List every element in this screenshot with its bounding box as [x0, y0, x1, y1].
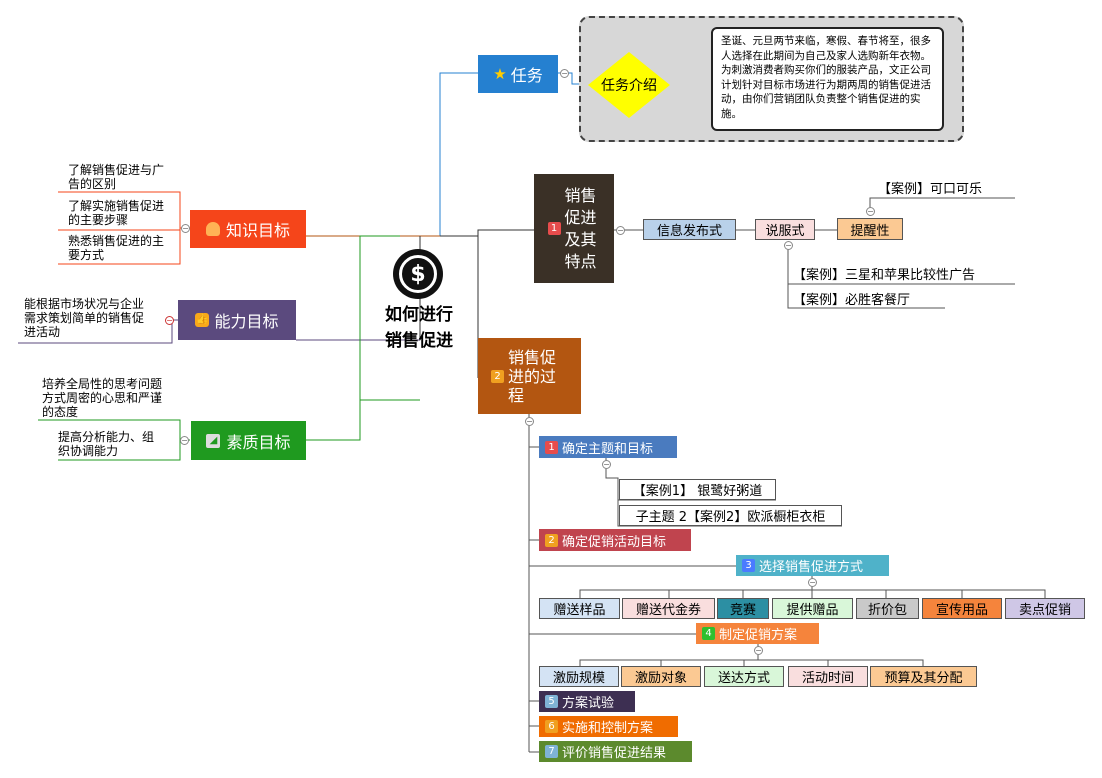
collapse-toggle[interactable]: −: [180, 436, 189, 445]
number-badge: 7: [545, 745, 558, 758]
method-voucher[interactable]: 赠送代金券: [622, 598, 715, 619]
collapse-toggle[interactable]: −: [165, 316, 174, 325]
persuasion-node[interactable]: 说服式: [755, 219, 815, 240]
step-3[interactable]: 3 选择销售促进方式: [736, 555, 889, 576]
case-pizza-hut: 【案例】必胜客餐厅: [793, 293, 911, 308]
number-badge: 4: [702, 627, 715, 640]
case-samsung-apple: 【案例】三星和苹果比较性广告: [793, 268, 976, 283]
method-contest[interactable]: 竞赛: [717, 598, 769, 619]
method-pos-promotion[interactable]: 卖点促销: [1005, 598, 1085, 619]
thumbs-up-icon: 👍: [195, 313, 210, 327]
method-discount-pack[interactable]: 折价包: [856, 598, 919, 619]
collapse-toggle[interactable]: −: [525, 417, 534, 426]
step-6[interactable]: 6 实施和控制方案: [539, 716, 678, 737]
collapse-toggle[interactable]: −: [616, 226, 625, 235]
collapse-toggle[interactable]: −: [808, 578, 817, 587]
quality-item-2: 提高分析能力、组织协调能力: [58, 430, 155, 458]
case-yinlu[interactable]: 【案例1】 银鹭好粥道: [619, 479, 776, 500]
collapse-toggle[interactable]: −: [784, 241, 793, 250]
step-7[interactable]: 7 评价销售促进结果: [539, 741, 692, 762]
person-icon: [205, 222, 220, 236]
step-4[interactable]: 4 制定促销方案: [696, 623, 819, 644]
number-badge: 1: [547, 222, 561, 235]
star-icon: ★: [493, 65, 507, 83]
method-gift[interactable]: 提供赠品: [772, 598, 853, 619]
method-promo-supplies[interactable]: 宣传用品: [922, 598, 1002, 619]
dollar-coin-icon: $: [393, 249, 443, 299]
collapse-toggle[interactable]: −: [602, 460, 611, 469]
reminder-node[interactable]: 提醒性: [837, 218, 903, 240]
plan-time[interactable]: 活动时间: [788, 666, 868, 687]
plan-delivery[interactable]: 送达方式: [704, 666, 784, 687]
number-badge: 1: [545, 440, 558, 454]
task-node[interactable]: ★ 任务: [478, 55, 558, 93]
ability-goal-node[interactable]: 👍 能力目标: [178, 300, 296, 340]
collapse-toggle[interactable]: −: [560, 69, 569, 78]
task-intro-diamond[interactable]: [586, 50, 672, 120]
features-node[interactable]: 1 销售促进及其特点: [534, 174, 614, 283]
method-sample[interactable]: 赠送样品: [539, 598, 620, 619]
case-oppein[interactable]: 子主题 2【案例2】欧派橱柜衣柜: [619, 505, 842, 526]
knowledge-item-1: 了解销售促进与广告的区别: [68, 163, 165, 191]
info-release-node[interactable]: 信息发布式: [643, 219, 736, 240]
number-badge: 2: [545, 533, 558, 547]
collapse-toggle[interactable]: −: [866, 207, 875, 216]
number-badge: 3: [742, 559, 755, 572]
task-intro-label: 任务介绍: [601, 78, 657, 94]
knowledge-goal-node[interactable]: 知识目标: [190, 210, 306, 248]
case-coca-cola: 【案例】可口可乐: [878, 182, 983, 197]
ability-item-1: 能根据市场状况与企业需求策划简单的销售促进活动: [24, 297, 145, 339]
task-description: 圣诞、元旦两节来临，寒假、春节将至，很多人选择在此期间为自己及家人选购新年衣物。…: [711, 27, 944, 131]
step-1[interactable]: 1 确定主题和目标: [539, 436, 677, 458]
number-badge: 6: [545, 720, 558, 733]
step-5[interactable]: 5 方案试验: [539, 691, 635, 712]
plan-budget[interactable]: 预算及其分配: [870, 666, 977, 687]
quality-item-1: 培养全局性的思考问题方式周密的心思和严谨的态度: [42, 377, 163, 419]
knowledge-item-2: 了解实施销售促进的主要步骤: [68, 199, 165, 227]
knowledge-item-3: 熟悉销售促进的主要方式: [68, 234, 165, 262]
chart-icon: ◢: [206, 433, 221, 448]
plan-scale[interactable]: 激励规模: [539, 666, 619, 687]
number-badge: 5: [545, 695, 558, 708]
collapse-toggle[interactable]: −: [181, 224, 190, 233]
number-badge: 2: [491, 369, 504, 383]
step-2[interactable]: 2 确定促销活动目标: [539, 529, 691, 551]
quality-goal-node[interactable]: ◢ 素质目标: [191, 421, 306, 460]
process-node[interactable]: 2 销售促进的过程: [478, 338, 581, 414]
collapse-toggle[interactable]: −: [754, 646, 763, 655]
central-topic[interactable]: 如何进行销售促进: [385, 305, 453, 351]
plan-target[interactable]: 激励对象: [621, 666, 701, 687]
